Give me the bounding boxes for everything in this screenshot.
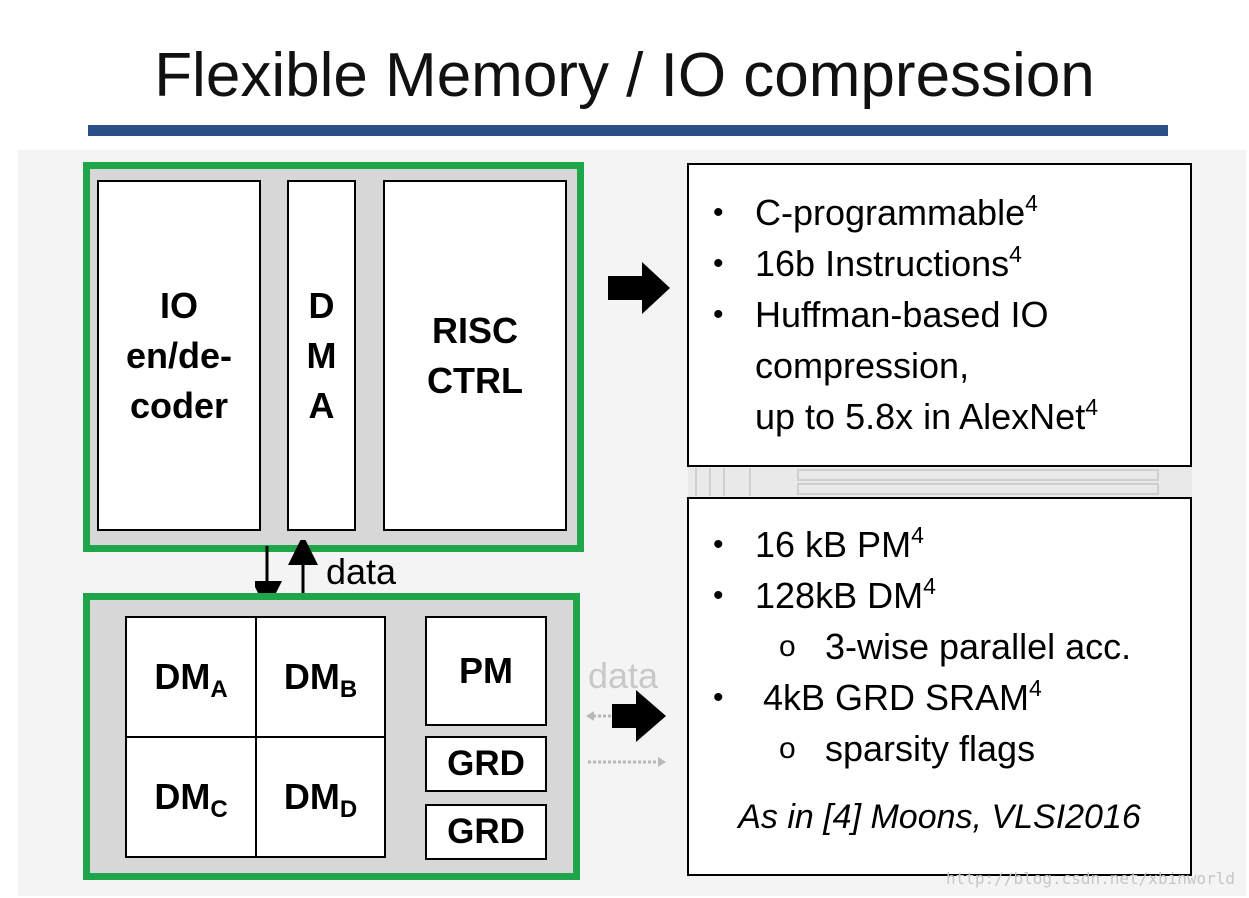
grd-block-2: GRD (425, 804, 547, 860)
list-item: •Huffman-based IO (713, 294, 1049, 335)
io-codec-label-line-2: en/de- (125, 334, 232, 376)
watermark: http://blog.csdn.net/xbinworld (946, 869, 1235, 888)
dma-label-line-2: M (306, 334, 337, 376)
io-codec-label-line-1: IO (159, 284, 198, 326)
io-codec-block: IO en/de- coder (97, 180, 261, 531)
list-item: •4kB GRD SRAM4 (713, 675, 1042, 719)
dm-b-label: DMB (283, 656, 358, 703)
dm-a-label: DMA (154, 656, 228, 703)
dma-label-line-1: D (308, 284, 335, 326)
list-item: •16 kB PM4 (713, 522, 924, 566)
data-link-label: data (326, 551, 397, 592)
dm-c-label: DMC (154, 776, 228, 823)
list-item: •C-programmable4 (713, 190, 1038, 234)
faint-background-grid (688, 464, 1192, 500)
list-item-continuation: compression, (755, 345, 970, 386)
dm-b-block: DMB (255, 616, 386, 738)
list-item: •128kB DM4 (713, 573, 936, 617)
dm-c-block: DMC (125, 736, 257, 858)
dm-d-label: DMD (283, 776, 358, 823)
processor-info-arrow (608, 262, 670, 314)
risc-ctrl-block: RISC CTRL (383, 180, 567, 531)
io-data-label: data (588, 655, 659, 696)
memory-info-arrows (586, 690, 666, 767)
processor-info-box: •C-programmable4 •16b Instructions4 •Huf… (687, 163, 1192, 467)
processor-info-list: •C-programmable4 •16b Instructions4 •Huf… (689, 187, 1190, 442)
dma-label-line-3: A (308, 384, 335, 426)
list-item-continuation: up to 5.8x in AlexNet4 (755, 394, 1099, 438)
dm-a-block: DMA (125, 616, 257, 738)
data-link-arrows (255, 540, 318, 606)
citation: As in [4] Moons, VLSI2016 (738, 798, 1141, 836)
slide-title: Flexible Memory / IO compression (154, 41, 1095, 110)
risc-ctrl-label-line-1: RISC (431, 309, 518, 351)
dma-block: D M A (287, 180, 356, 531)
dm-d-block: DMD (255, 736, 386, 858)
faint-grid-lines (695, 468, 1159, 496)
risc-ctrl-label-line-2: CTRL (427, 359, 523, 401)
pm-block: PM (425, 616, 547, 726)
memory-info-arrow (612, 690, 666, 742)
io-codec-label-line-3: coder (129, 384, 229, 426)
title-rule (88, 125, 1168, 136)
grd-block-1: GRD (425, 736, 547, 792)
list-item: •16b Instructions4 (713, 241, 1022, 285)
